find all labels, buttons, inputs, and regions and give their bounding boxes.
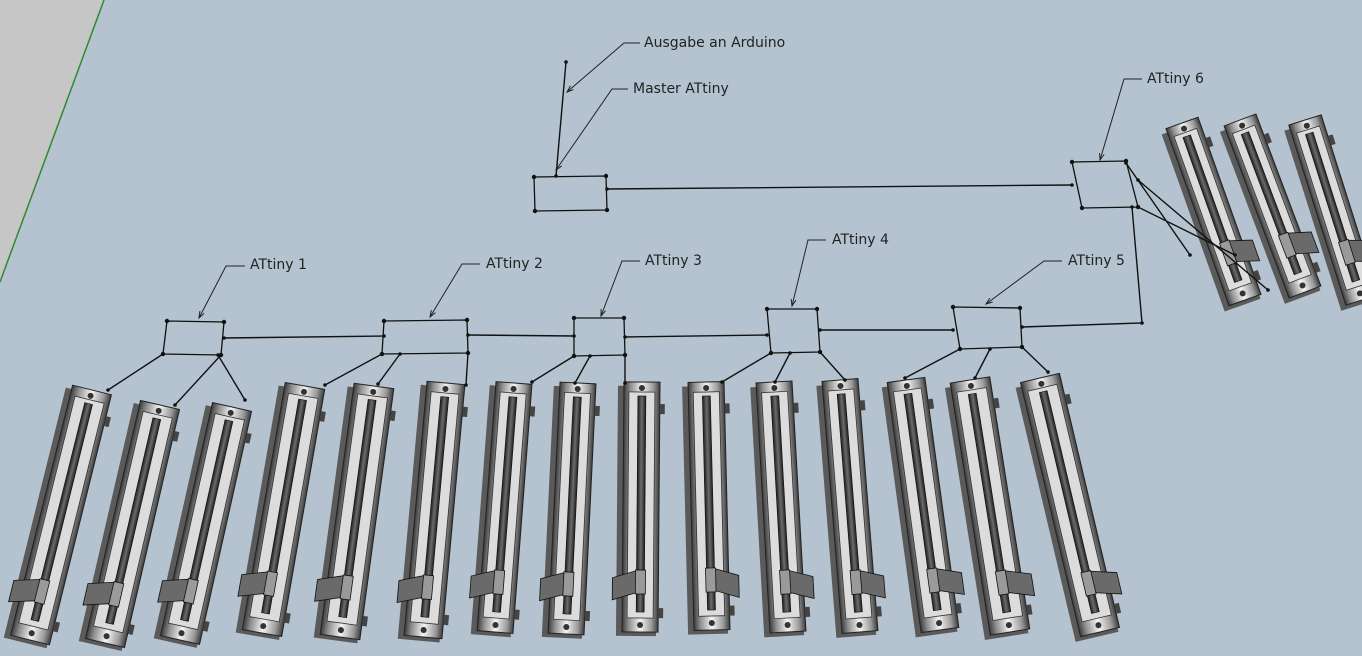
fader-icon xyxy=(78,399,181,651)
fader-icon xyxy=(235,381,326,641)
wire xyxy=(465,352,469,386)
wire xyxy=(624,334,768,338)
fader-icon xyxy=(682,381,740,635)
fader-icon xyxy=(611,381,665,637)
fader-icon xyxy=(750,380,815,638)
wire xyxy=(819,351,846,381)
fader-icon xyxy=(1161,116,1262,312)
wire xyxy=(774,352,791,383)
wire xyxy=(174,354,222,406)
leader-line xyxy=(429,263,480,318)
label-attiny-6: ATtiny 6 xyxy=(1147,71,1204,87)
fader-icon xyxy=(313,382,396,644)
chip-t5 xyxy=(952,306,1023,350)
label-master-attiny: Master ATtiny xyxy=(633,81,729,97)
wire xyxy=(324,353,383,386)
wire xyxy=(1125,162,1191,256)
fader-icon xyxy=(816,378,886,638)
wire xyxy=(606,184,1073,190)
label-attiny-3: ATtiny 3 xyxy=(645,253,702,269)
fader-icon xyxy=(539,381,600,639)
leader-line xyxy=(198,265,245,319)
fader-icon xyxy=(944,376,1036,641)
chip-master xyxy=(533,175,608,212)
chip-t1 xyxy=(162,320,225,356)
label-attiny-4: ATtiny 4 xyxy=(832,232,889,248)
leader-line xyxy=(791,239,826,307)
fader-icon xyxy=(396,380,468,643)
wire xyxy=(217,354,246,401)
chip-t3 xyxy=(573,317,626,357)
wire xyxy=(555,61,567,177)
label-attiny-1: ATtiny 1 xyxy=(250,257,307,273)
chip-t4 xyxy=(766,308,821,354)
wire xyxy=(223,335,385,339)
leader-line xyxy=(566,42,640,93)
label-ausgabe-arduino: Ausgabe an Arduino xyxy=(644,35,786,51)
chip-t6 xyxy=(1071,160,1139,209)
leader-line xyxy=(985,260,1062,305)
chip-t2 xyxy=(381,319,469,355)
wire xyxy=(377,353,401,385)
wire xyxy=(467,334,575,337)
wire xyxy=(721,352,772,383)
label-attiny-2: ATtiny 2 xyxy=(486,256,543,272)
wall-edge xyxy=(0,0,105,283)
fader-icon xyxy=(1284,114,1362,311)
wire xyxy=(974,348,991,379)
leader-line xyxy=(600,260,640,317)
wire xyxy=(574,355,591,384)
fader-icon xyxy=(3,384,113,649)
wire xyxy=(1137,179,1269,291)
leader-line xyxy=(555,88,628,171)
fader-icon xyxy=(881,376,965,638)
wire xyxy=(1137,206,1236,256)
fader-icon xyxy=(1015,372,1123,642)
wire xyxy=(531,355,575,383)
fader-icon xyxy=(469,381,536,638)
fader-icon xyxy=(1219,113,1322,304)
fader-icon xyxy=(153,402,253,648)
wire xyxy=(904,348,961,379)
wire xyxy=(1021,346,1049,373)
leader-line xyxy=(1099,78,1142,161)
label-attiny-5: ATtiny 5 xyxy=(1068,253,1125,269)
wire xyxy=(107,353,164,391)
